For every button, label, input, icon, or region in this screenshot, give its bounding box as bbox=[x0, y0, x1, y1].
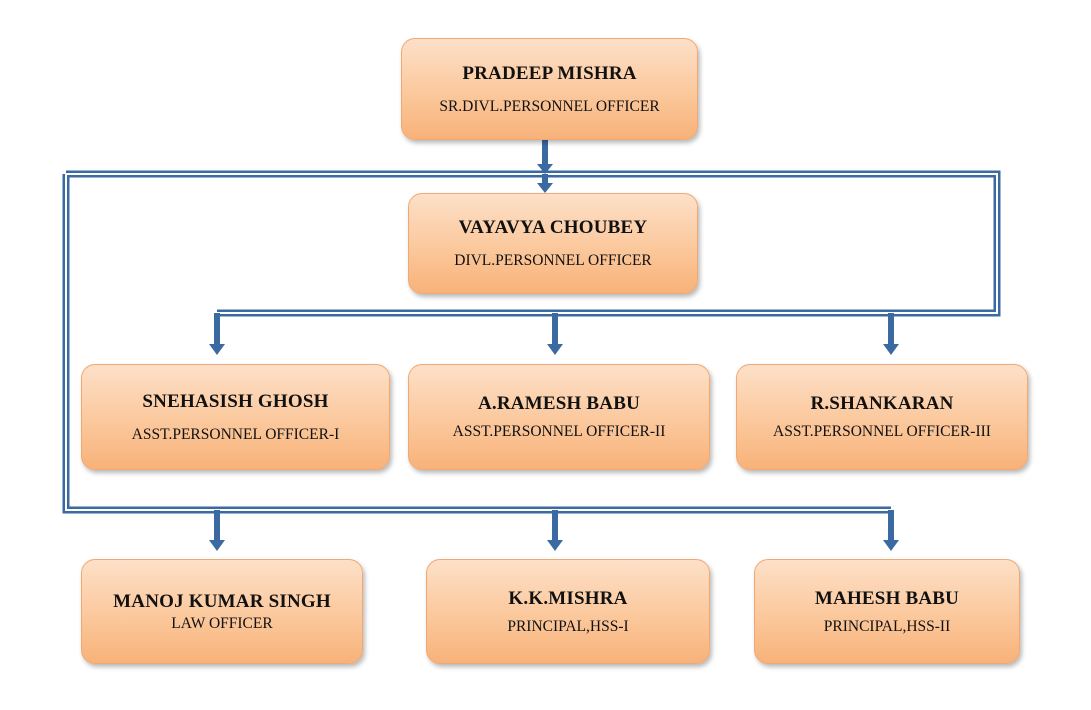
node-snehasish-ghosh: SNEHASISH GHOSH ASST.PERSONNEL OFFICER-I bbox=[81, 364, 390, 470]
node-mahesh-babu: MAHESH BABU PRINCIPAL,HSS-II bbox=[754, 559, 1020, 664]
node-name: SNEHASISH GHOSH bbox=[142, 390, 329, 412]
node-ramesh-babu: A.RAMESH BABU ASST.PERSONNEL OFFICER-II bbox=[408, 364, 710, 470]
node-kk-mishra: K.K.MISHRA PRINCIPAL,HSS-I bbox=[426, 559, 710, 664]
arrow-to-mahesh-babu bbox=[883, 540, 899, 551]
node-title: ASST.PERSONNEL OFFICER-II bbox=[452, 423, 666, 441]
arrow-to-top-bar bbox=[537, 164, 553, 174]
node-title: DIVL.PERSONNEL OFFICER bbox=[454, 252, 652, 270]
arrow-to-shankaran bbox=[883, 344, 899, 355]
node-title: ASST.PERSONNEL OFFICER-I bbox=[131, 425, 340, 443]
node-pradeep-mishra: PRADEEP MISHRA SR.DIVL.PERSONNEL OFFICER bbox=[401, 38, 698, 140]
node-name: R.SHANKARAN bbox=[810, 393, 954, 415]
node-title: LAW OFFICER bbox=[171, 614, 273, 632]
node-manoj-kumar-singh: MANOJ KUMAR SINGH LAW OFFICER bbox=[81, 559, 363, 664]
node-title: PRINCIPAL,HSS-II bbox=[823, 617, 951, 635]
arrow-to-manoj-kumar-singh bbox=[209, 540, 225, 551]
arrowheads bbox=[209, 164, 899, 551]
arrow-to-snehasish-ghosh bbox=[209, 344, 225, 355]
node-title: ASST.PERSONNEL OFFICER-III bbox=[773, 423, 991, 441]
node-name: MAHESH BABU bbox=[814, 587, 960, 609]
node-name: A.RAMESH BABU bbox=[477, 393, 640, 415]
node-name: VAYAVYA CHOUBEY bbox=[458, 217, 648, 239]
node-name: PRADEEP MISHRA bbox=[462, 62, 637, 84]
arrow-stubs bbox=[214, 140, 894, 541]
node-name: K.K.MISHRA bbox=[508, 587, 628, 609]
node-name: MANOJ KUMAR SINGH bbox=[113, 590, 331, 612]
arrow-to-vayavya-choubey bbox=[537, 183, 553, 193]
node-shankaran: R.SHANKARAN ASST.PERSONNEL OFFICER-III bbox=[736, 364, 1028, 470]
arrow-to-ramesh-babu bbox=[547, 344, 563, 355]
node-title: SR.DIVL.PERSONNEL OFFICER bbox=[439, 97, 660, 115]
node-title: PRINCIPAL,HSS-I bbox=[507, 617, 629, 635]
arrow-to-kk-mishra bbox=[547, 540, 563, 551]
connector-lines bbox=[62, 140, 1001, 551]
node-vayavya-choubey: VAYAVYA CHOUBEY DIVL.PERSONNEL OFFICER bbox=[408, 193, 698, 294]
